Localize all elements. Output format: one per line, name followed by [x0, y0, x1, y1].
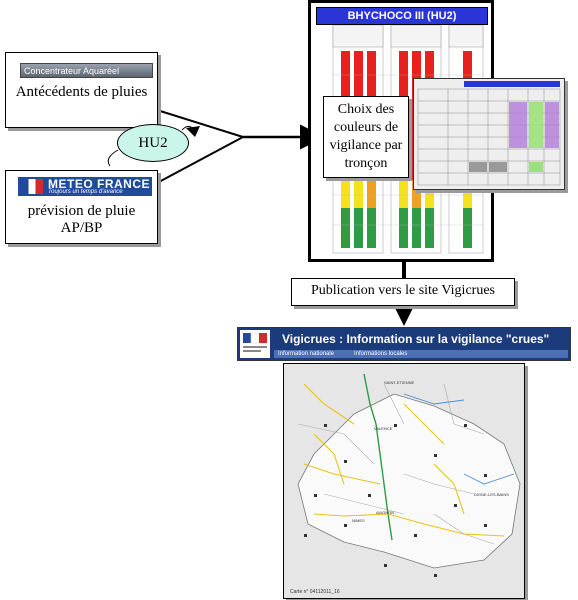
map-caption: Carte n° 04112011_16 [290, 589, 340, 595]
choix-label: Choix des couleurs de vigilance par tron… [329, 102, 403, 171]
choix-box: Choix des couleurs de vigilance par tron… [323, 96, 409, 178]
flag-icon [21, 179, 43, 194]
vigicrues-title: Vigicrues : Information sur la vigilance… [282, 332, 550, 346]
basin-area [297, 393, 521, 569]
prevision-box: METEO FRANCE Toujours un temps d'avance … [5, 170, 158, 244]
map-city-label: SAINT-ETIENNE [384, 380, 415, 385]
meteo-france-title: METEO FRANCE [48, 177, 150, 191]
aquareel-logo: Concentrateur Aquaréel [20, 63, 153, 78]
map-city-label: NIMES [352, 518, 365, 523]
nav-information-nationale[interactable]: Information nationale [278, 351, 335, 357]
map-city-label: VALENCE [374, 426, 393, 431]
aquareel-logo-text: Concentrateur Aquaréel [24, 66, 120, 76]
antecedents-box: Concentrateur Aquaréel Antécédents de pl… [5, 52, 158, 128]
arrow-hu2-head [186, 126, 200, 137]
meteo-france-logo: METEO FRANCE Toujours un temps d'avance [18, 177, 152, 196]
ministry-logo [240, 330, 270, 358]
vigilance-table-thumbnail [413, 78, 565, 190]
table-thumbnail-graphic [417, 81, 561, 186]
publication-box: Publication vers le site Vigicrues [291, 278, 515, 306]
map-city-label: AVIGNON [376, 510, 395, 515]
prevision-label: prévision de pluie AP/BP [27, 203, 136, 236]
vigicrues-nav: Information nationale Informations local… [274, 350, 568, 358]
publication-label: Publication vers le site Vigicrues [311, 283, 495, 298]
vigicrues-banner: Vigicrues : Information sur la vigilance… [237, 327, 571, 361]
nav-informations-locales[interactable]: Informations locales [354, 351, 408, 357]
hu2-bubble: HU2 [117, 124, 189, 162]
vigilance-map: SAINT-ETIENNE VALENCE NIMES AVIGNON DIGN… [283, 363, 525, 599]
map-city-label: DIGNE-LES-BAINS [474, 492, 509, 497]
map-graphic [284, 364, 524, 598]
bhychoco-title: BHYCHOCO III (HU2) [316, 7, 488, 25]
antecedents-label: Antécédents de pluies [15, 84, 148, 100]
arrow-prevision [156, 136, 244, 184]
arrow-antecedents [156, 109, 244, 138]
meteo-france-tagline: Toujours un temps d'avance [48, 189, 123, 195]
